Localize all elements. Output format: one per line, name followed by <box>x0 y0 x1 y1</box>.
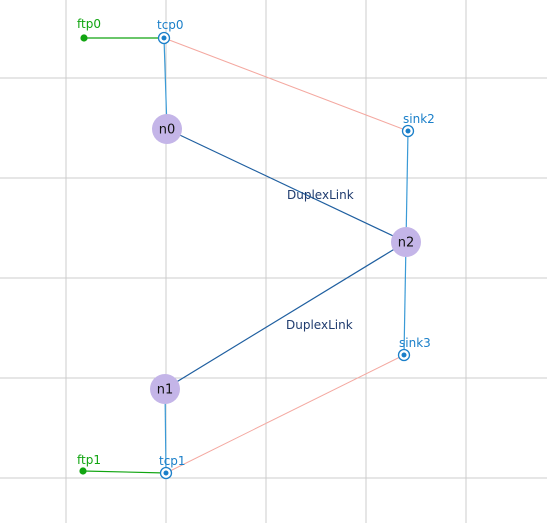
node-circle[interactable] <box>391 227 421 257</box>
agent-label-ftp0: ftp0 <box>77 17 101 31</box>
agent-label-ftp1: ftp1 <box>77 453 101 467</box>
node-label-n1: n1 <box>157 383 174 398</box>
ring-dot-center <box>401 352 407 358</box>
node-n0[interactable]: n0 <box>152 114 182 144</box>
node-label-n2: n2 <box>398 236 415 251</box>
links-layer <box>164 128 407 390</box>
filled-dot-icon[interactable] <box>79 467 87 475</box>
attachments-layer <box>82 37 409 474</box>
attachment-sink3-n2 <box>403 241 407 356</box>
ring-dot-center <box>405 128 411 134</box>
link-label-n0-n2: DuplexLink <box>287 188 354 202</box>
node-circle[interactable] <box>152 114 182 144</box>
node-n2[interactable]: n2 <box>391 227 421 257</box>
attachment-ftp1-tcp1 <box>82 470 167 474</box>
link-n0-n2[interactable] <box>166 128 407 243</box>
node-n1[interactable]: n1 <box>150 374 180 404</box>
connection-tcp0-sink2[interactable] <box>163 37 409 132</box>
link-n1-n2[interactable] <box>164 241 407 390</box>
attachment-sink2-n2 <box>405 130 409 243</box>
agent-ftp1[interactable]: ftp1 <box>77 453 101 475</box>
agent-label-tcp1: tcp1 <box>159 454 186 468</box>
agent-sink2[interactable]: sink2 <box>401 112 435 138</box>
agent-label-tcp0: tcp0 <box>157 18 184 32</box>
attachment-tcp0-n0 <box>163 37 168 130</box>
agents-layer: ftp0 tcp0 sink2 sink3 ftp1 tcp1 <box>77 17 435 480</box>
link-labels: DuplexLink DuplexLink <box>286 188 354 332</box>
agent-sink3[interactable]: sink3 <box>397 336 431 362</box>
filled-dot-icon[interactable] <box>80 34 88 42</box>
ring-dot-center <box>161 35 167 41</box>
agent-tcp0[interactable]: tcp0 <box>157 18 184 45</box>
node-label-n0: n0 <box>159 123 176 138</box>
ring-dot-center <box>163 470 169 476</box>
agent-label-sink3: sink3 <box>399 336 431 350</box>
connection-tcp1-sink3[interactable] <box>165 354 405 474</box>
node-circle[interactable] <box>150 374 180 404</box>
agent-ftp0[interactable]: ftp0 <box>77 17 101 42</box>
agent-label-sink2: sink2 <box>403 112 435 126</box>
connections-layer <box>163 37 409 474</box>
nodes-layer: n0 n1 n2 <box>150 114 421 404</box>
agent-tcp1[interactable]: tcp1 <box>159 454 186 480</box>
link-label-n1-n2: DuplexLink <box>286 318 353 332</box>
